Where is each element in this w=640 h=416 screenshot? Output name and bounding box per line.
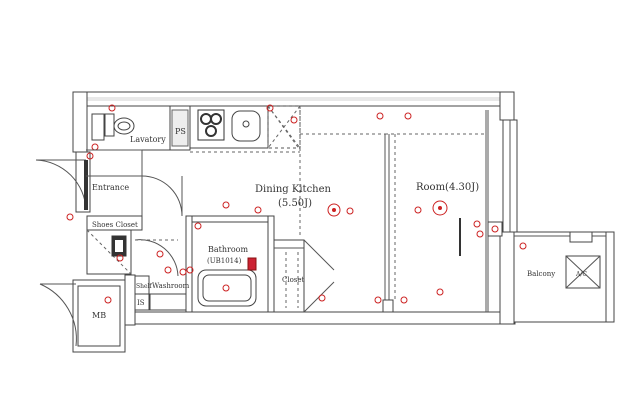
inner-door-swing <box>141 175 183 217</box>
bathroom-unit-label: (UB1014) <box>207 257 242 265</box>
shoes-closet-label: Shoes Closet <box>92 221 138 229</box>
entrance-area: Entrance <box>35 149 183 221</box>
washroom-door-swing <box>134 239 179 277</box>
ps-label: PS <box>175 127 186 136</box>
kitchen-sink <box>231 110 261 142</box>
ceiling-light-room <box>432 200 448 216</box>
room-window <box>485 110 518 312</box>
shelf-label: Shelf <box>136 283 152 290</box>
mb-door-swing <box>39 283 77 347</box>
dining-kitchen-label: Dining Kitchen <box>255 184 332 195</box>
fridge-space <box>267 105 301 149</box>
ceiling-light-dk <box>327 203 341 217</box>
ps-area: PS <box>169 105 191 151</box>
toilet-tank <box>104 113 115 137</box>
bathroom-area: Bathroom (UB1014) <box>191 221 269 313</box>
lavatory-sink <box>91 113 105 141</box>
balcony-label: Balcony <box>527 270 555 278</box>
closet-label: Closet <box>282 276 305 284</box>
washbasin <box>149 293 187 311</box>
room-area: Room(4.30J) <box>414 182 484 296</box>
balcony-area: Balcony A/C <box>487 221 615 323</box>
washroom-label: Washroom <box>152 282 190 290</box>
outlets <box>104 254 194 304</box>
kitchen-counter <box>189 104 301 151</box>
is-label: IS <box>137 299 145 307</box>
bathroom-label: Bathroom <box>208 245 248 254</box>
right-wall-top <box>499 91 515 121</box>
washroom-area: Shelf Washroom IS <box>134 239 190 311</box>
dining-kitchen-size: (5.50J) <box>278 198 312 209</box>
closet-area: Closet <box>273 239 335 313</box>
right-wall-lower <box>499 229 515 325</box>
dining-kitchen: Dining Kitchen (5.50J) <box>222 112 412 217</box>
svg-text:A/C: A/C <box>575 271 587 278</box>
lavatory-area: Lavatory <box>86 104 171 151</box>
entrance-label: Entrance <box>92 183 129 192</box>
wet-area-walls: MB <box>39 215 275 353</box>
room-label: Room(4.30J) <box>416 182 479 193</box>
bottom-wall <box>124 311 516 325</box>
shoes-closet: Shoes Closet <box>86 215 143 275</box>
mb-label: MB <box>92 311 106 320</box>
lavatory-label: Lavatory <box>130 135 166 144</box>
left-wall-upper <box>72 91 88 153</box>
sliding-partition <box>374 134 408 313</box>
